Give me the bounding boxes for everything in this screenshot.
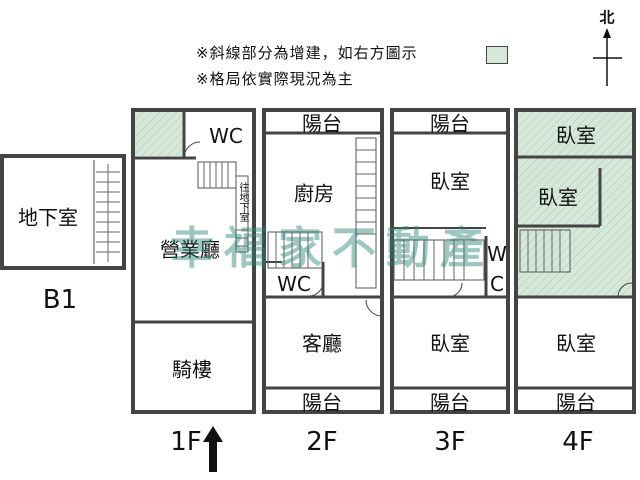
floor-b1 xyxy=(0,154,126,270)
room-2f-balcony-top: 陽台 xyxy=(302,111,342,136)
room-1f-wc: WC xyxy=(209,124,243,148)
north-arrow xyxy=(593,28,622,86)
room-4f-bedroom-top: 臥室 xyxy=(556,123,596,148)
floor-label-2f: 2F xyxy=(306,427,338,457)
room-2f-living: 客廳 xyxy=(302,331,342,356)
floor-3f xyxy=(390,108,510,414)
room-3f-bedroom-top: 臥室 xyxy=(430,169,470,194)
compass-north-label: 北 xyxy=(599,8,615,27)
room-3f-wc-w: W xyxy=(487,242,507,266)
note-extension: ※斜線部分為增建，如右方圖示 xyxy=(196,44,418,62)
room-3f-balcony-top: 陽台 xyxy=(430,111,470,136)
room-2f-wc: WC xyxy=(277,272,311,296)
room-2f-balcony-bottom: 陽台 xyxy=(302,390,342,415)
floor-label-b1: B1 xyxy=(42,285,78,315)
room-3f-wc-c: C xyxy=(490,272,504,296)
legend-hatch-swatch xyxy=(486,46,508,64)
note-layout: ※格局依實際現況為主 xyxy=(196,70,354,88)
room-4f-bedroom-mid: 臥室 xyxy=(538,185,578,210)
room-basement: 地下室 xyxy=(18,205,78,230)
floor-label-1f: 1F xyxy=(170,427,202,457)
room-1f-shop: 營業廳 xyxy=(160,237,220,262)
floor-label-3f: 3F xyxy=(434,427,466,457)
room-1f-arcade: 騎樓 xyxy=(172,357,212,382)
watermark: 幸福家不動產 xyxy=(170,223,494,274)
room-4f-bedroom-bottom: 臥室 xyxy=(556,331,596,356)
room-4f-balcony-bottom: 陽台 xyxy=(556,390,596,415)
room-3f-balcony-bottom: 陽台 xyxy=(430,390,470,415)
room-3f-bedroom-bottom: 臥室 xyxy=(430,331,470,356)
floor-label-4f: 4F xyxy=(562,427,594,457)
stair-note-basement: 往地下室 xyxy=(237,182,248,222)
floor-1f xyxy=(131,108,256,414)
floor-4f xyxy=(514,108,636,414)
room-2f-kitchen: 廚房 xyxy=(294,181,334,206)
entrance-arrow-icon xyxy=(203,426,223,472)
floor-2f xyxy=(262,108,384,414)
